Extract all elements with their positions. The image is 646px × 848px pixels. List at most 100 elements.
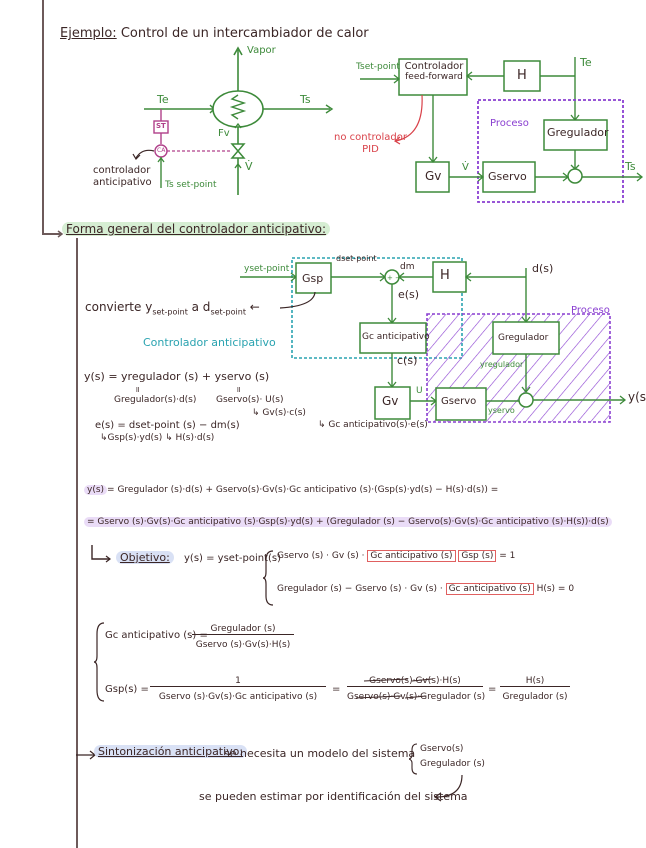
objective-line1: Gservo (s) · Gv (s) · Gc anticipativo (s… <box>277 550 516 562</box>
convert-note-b: a d <box>187 300 211 314</box>
tuning-note: se pueden estimar por identificación del… <box>199 790 468 803</box>
tuning-label: Sintonización anticipativo: <box>94 745 248 758</box>
margin-line-section <box>76 238 78 848</box>
yservo-label: yservo <box>488 406 515 415</box>
tuning-label-text: Sintonización anticipativo: <box>94 745 248 758</box>
convert-note: convierte yset-point a dset-point ← <box>85 300 260 317</box>
gsp-block <box>295 262 332 294</box>
vdot-block-label: V̇ <box>462 162 469 173</box>
tuning-text: se necesita un modelo del sistema <box>224 747 416 760</box>
objective-brace <box>263 550 274 606</box>
controller-block <box>398 58 468 96</box>
h-general-label: H <box>440 268 450 283</box>
ca-label: CA <box>157 147 166 154</box>
objective-line2: Gregulador (s) − Gservo (s) · Gv (s) · G… <box>277 583 575 595</box>
gc-solution-num: Gregulador (s) <box>192 624 294 635</box>
valve-icon <box>230 143 246 159</box>
d-s-label: d(s) <box>532 262 554 275</box>
solution-brace <box>94 622 105 702</box>
feedforward-block-diagram <box>360 57 644 203</box>
controller-label: Controlador feed-forward <box>401 61 467 83</box>
convert-note-sub2: set-point <box>210 307 246 317</box>
eq1-main: y(s) = yregulador (s) + yservo (s) <box>84 370 270 383</box>
controller-label-line1: Controlador <box>404 61 464 72</box>
sub-arrow-icon <box>91 545 111 563</box>
gsp-equals-2: = <box>488 684 497 695</box>
gservo-label: Gservo <box>488 170 527 183</box>
process-dashed-box <box>477 99 624 203</box>
eq2-sub: ↳Gsp(s)·yd(s) ↳ H(s)·d(s) <box>100 433 215 443</box>
y-s-label: y(s) <box>628 390 646 404</box>
svg-text:+ −: + − <box>387 274 401 282</box>
te-block-label: Te <box>580 56 592 69</box>
gv-general-label: Gv <box>382 394 399 408</box>
objective-gc-box-2: Gc anticipativo (s) <box>445 583 534 595</box>
general-block-diagram: + − <box>240 257 627 423</box>
eq1-eq-sign-b: ॥ <box>236 385 241 394</box>
gsp-equals-1: = <box>332 684 341 695</box>
e-s-label: e(s) <box>398 288 420 301</box>
u-label: U <box>416 386 423 396</box>
margin-line-top <box>42 0 44 230</box>
gsp-solution-lhs: Gsp(s) = <box>105 684 149 695</box>
convert-note-sub1: set-point <box>152 307 188 317</box>
gc-solution-den: Gservo (s)·Gv(s)·H(s) <box>195 640 291 650</box>
eq1-sub-c: ↳ Gv(s)·c(s) <box>252 408 306 418</box>
eq1-eq-sign-a: ॥ <box>135 385 140 394</box>
controller-dashed-box <box>291 257 463 359</box>
ts-block-label: Ts <box>625 160 636 173</box>
coil-icon <box>229 94 247 120</box>
objective-gsp-box: Gsp (s) <box>458 550 497 562</box>
eq4: = Gservo (s)·Gv(s)·Gc anticipativo (s)·G… <box>84 517 612 527</box>
ts-label: Ts <box>300 93 311 106</box>
dset-point-label: dset-point <box>336 254 377 263</box>
controlador-anticipativo-label: Controlador anticipativo <box>143 336 276 349</box>
objective-condition: y(s) = yset-point(s) <box>184 553 281 564</box>
gsp-solution-num1: 1 <box>150 676 326 687</box>
gservo-general-label: Gservo <box>441 396 477 407</box>
gregulador-general-label: Gregulador <box>498 333 549 343</box>
gsp-solution-den1: Gservo (s)·Gv(s)·Gc anticipativo (s) <box>158 692 318 702</box>
not-pid-line2: PID <box>362 144 379 155</box>
eq3-rhs: = Gregulador (s)·d(s) + Gservo(s)·Gv(s)·… <box>107 485 499 495</box>
tuning-model-gregulador: Gregulador (s) <box>420 759 485 769</box>
sum-junction <box>567 168 583 184</box>
ts-setpoint-label: Ts set-point <box>165 180 217 190</box>
tset-point-label: Tset-point <box>356 62 400 72</box>
cancel-strikes <box>355 678 433 699</box>
example-title: Ejemplo: Control de un intercambiador de… <box>60 26 369 41</box>
not-pid-line1: no controlador <box>334 132 408 143</box>
gc-anticipativo-block <box>359 322 427 354</box>
controller-label-line2: feed-forward <box>405 72 463 82</box>
eq1-sub-a: Gregulador(s)·d(s) <box>114 395 197 405</box>
gregulador-block <box>543 119 608 151</box>
general-form-heading: Forma general del controlador anticipati… <box>62 222 331 236</box>
gsp-solution-num3: H(s) <box>500 676 570 687</box>
h-label: H <box>517 68 527 83</box>
eq2-main: e(s) = dset-point (s) − dm(s) <box>95 420 240 431</box>
objective-line1-post: = 1 <box>499 551 516 561</box>
gsp-label: Gsp <box>302 272 324 285</box>
example-label: Ejemplo: <box>60 26 117 41</box>
gregulador-label: Gregulador <box>547 126 609 139</box>
example-title-text: Control de un intercambiador de calor <box>120 26 369 41</box>
te-label: Te <box>157 93 169 106</box>
gv-block <box>415 161 450 193</box>
gsp-solution-den3: Gregulador (s) <box>502 692 568 702</box>
objective-line2-post: H(s) = 0 <box>536 584 575 594</box>
objective-line1-pre: Gservo (s) · Gv (s) · <box>277 551 365 561</box>
gc-solution-lhs: Gc anticipativo (s) = <box>105 630 208 641</box>
st-label: ST <box>156 122 166 130</box>
objective-label: Objetivo: <box>116 551 174 564</box>
anticipative-controller-annotation: controlador anticipativo <box>93 165 152 188</box>
h-general-block <box>432 261 467 293</box>
vdot-label: V̇ <box>245 160 253 173</box>
gc-anticipativo-label: Gc anticipativo <box>362 332 430 342</box>
tuning-brace <box>409 743 418 775</box>
heat-exchanger-diagram <box>132 46 334 195</box>
proceso-general-label: Proceso <box>571 305 610 316</box>
tuning-model-gservo: Gservo(s) <box>420 744 464 754</box>
vapor-arrow-icon <box>233 46 243 56</box>
fv-label: Fv <box>218 128 230 139</box>
eq3-lhs: y(s) <box>84 485 108 495</box>
